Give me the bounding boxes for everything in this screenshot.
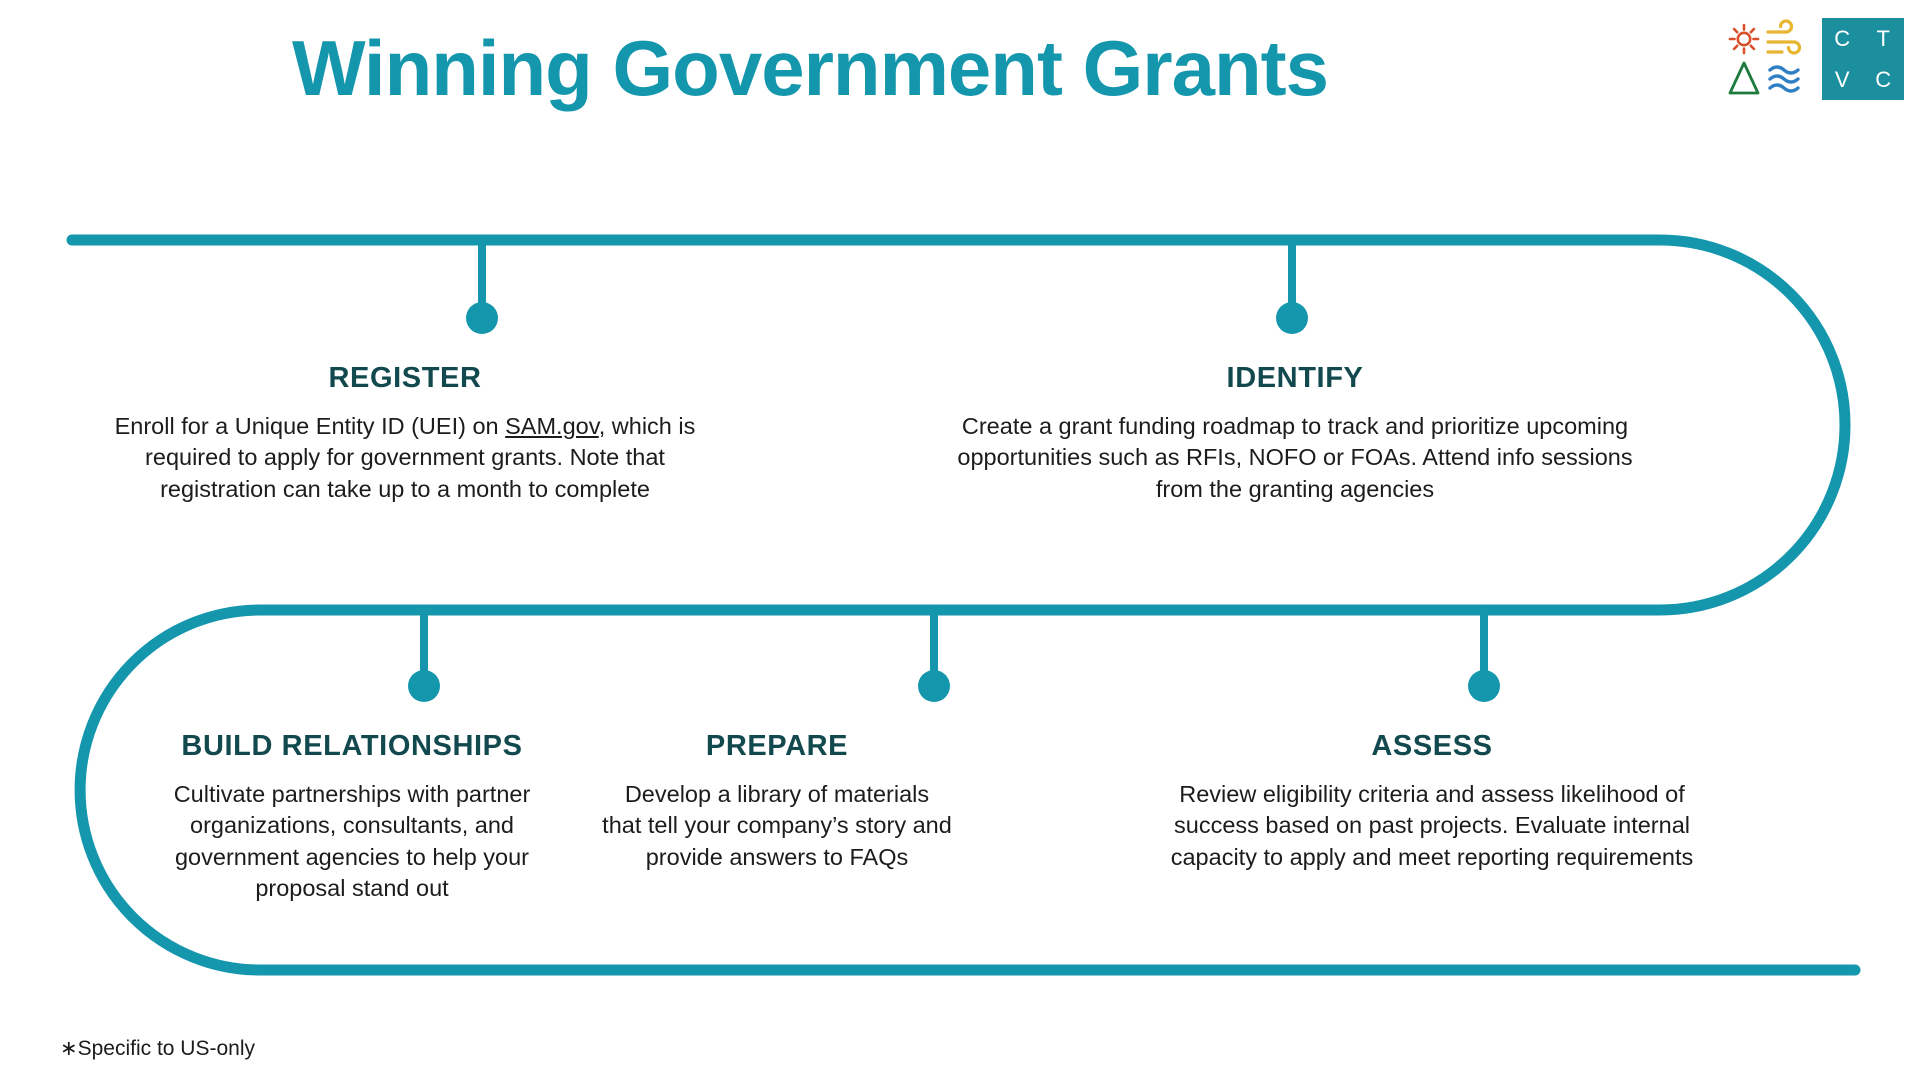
sun-icon <box>1728 23 1760 55</box>
logo-icon-group <box>1728 19 1802 95</box>
step-register-title: REGISTER <box>328 362 482 394</box>
node-dot-assess <box>1468 670 1500 702</box>
footnote: ∗Specific to US-only <box>60 1037 255 1060</box>
logo-letter-v: V <box>1834 66 1851 92</box>
node-dot-identify <box>1276 302 1308 334</box>
node-dot-build-relationships <box>408 670 440 702</box>
step-prepare: PREPARE Develop a library of materials t… <box>602 730 952 873</box>
node-dot-prepare <box>918 670 950 702</box>
step-assess-title: ASSESS <box>1371 730 1493 762</box>
step-assess: ASSESS Review eligibility criteria and a… <box>1142 730 1722 873</box>
sam-gov-link[interactable]: SAM.gov <box>505 413 599 439</box>
page-title: Winning Government Grants <box>291 24 1329 112</box>
step-identify-title: IDENTIFY <box>1226 362 1364 394</box>
step-build-relationships: BUILD RELATIONSHIPS Cultivate partnershi… <box>172 730 532 904</box>
wind-icon <box>1766 19 1802 55</box>
step-prepare-body: Develop a library of materials that tell… <box>602 781 952 870</box>
step-prepare-title: PREPARE <box>705 730 849 762</box>
logo-letter-t: T <box>1876 25 1891 51</box>
ctvc-logo: C T V C <box>1724 18 1904 100</box>
step-register-body-pre: Enroll for a Unique Entity ID (UEI) on <box>114 413 506 439</box>
step-register-body-post: , which is required to apply for governm… <box>145 413 696 502</box>
step-build-relationships-title: BUILD RELATIONSHIPS <box>181 730 523 762</box>
step-register: REGISTER Enroll for a Unique Entity ID (… <box>105 362 705 505</box>
step-assess-body: Review eligibility criteria and assess l… <box>1170 781 1694 870</box>
step-build-relationships-body: Cultivate partnerships with partner orga… <box>173 781 531 901</box>
mountain-icon <box>1728 61 1760 95</box>
ctvc-wordmark: C T V C <box>1822 18 1904 100</box>
waves-icon <box>1768 65 1800 93</box>
step-identify-body: Create a grant funding roadmap to track … <box>957 413 1633 502</box>
logo-letter-c1: C <box>1834 25 1851 51</box>
step-identify: IDENTIFY Create a grant funding roadmap … <box>945 362 1645 505</box>
logo-letter-c2: C <box>1875 66 1892 92</box>
node-dot-register <box>466 302 498 334</box>
step-register-body: Enroll for a Unique Entity ID (UEI) on S… <box>105 411 705 505</box>
